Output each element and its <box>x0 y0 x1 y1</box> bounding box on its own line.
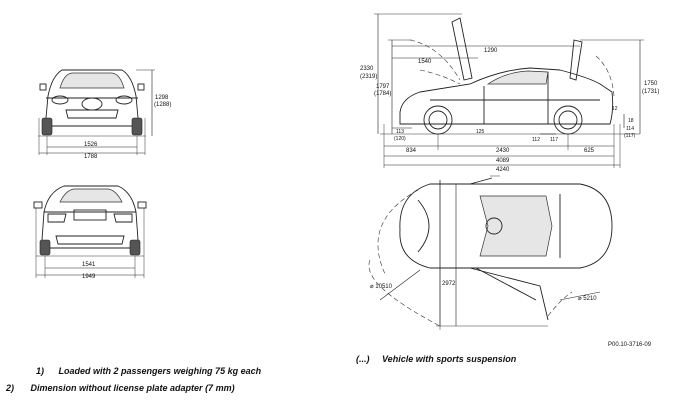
front-view <box>38 69 155 155</box>
side-front-overhang: 834 <box>406 148 417 154</box>
side-length-top: 1290 <box>484 48 498 54</box>
top-view <box>368 175 613 330</box>
side-height-trunk-open: 1750 <box>644 81 658 87</box>
top-turning-circle-right: ⌀ 5210 <box>578 296 597 302</box>
footnote-2-number: 2) <box>6 383 15 393</box>
side-length-no-plate: 4089 <box>496 158 510 164</box>
front-height: 1298 <box>155 95 169 101</box>
side-height-trunk-open-alt: (1731) <box>642 89 659 95</box>
top-width-doors-open: 2972 <box>442 281 456 287</box>
side-rear-angle: 18 <box>628 118 634 124</box>
rear-overall-width: 1949 <box>82 274 96 280</box>
rear-track-width: 1541 <box>82 262 96 268</box>
side-rear-clearance: 114 <box>626 126 634 132</box>
side-height-hood-open: 1797 <box>376 84 390 90</box>
side-ground-clearance: 113 <box>396 129 404 135</box>
side-rear-small: 12 <box>612 106 618 112</box>
front-height-alt: (1288) <box>154 102 171 108</box>
front-overall-width: 1788 <box>84 154 98 160</box>
footnote-1-number: 1) <box>36 366 45 376</box>
top-turning-circle-left: ⌀ 10510 <box>370 284 393 290</box>
footnote-2-text: Dimension without license plate adapter … <box>30 383 235 393</box>
front-track-width: 1526 <box>84 142 98 148</box>
side-small-front: 125 <box>476 129 485 135</box>
figure-id: P00.10-3716-09 <box>608 342 652 348</box>
side-small-rear-1: 112 <box>532 137 540 143</box>
footnote-1-text: Loaded with 2 passengers weighing 75 kg … <box>58 366 262 376</box>
footnote-3-number: (...) <box>356 354 370 364</box>
rear-view <box>33 185 147 278</box>
side-ground-clearance-alt: (120) <box>394 136 406 142</box>
side-rear-overhang: 625 <box>584 148 595 154</box>
side-overall-length: 4240 <box>496 167 510 173</box>
side-small-rear-2: 117 <box>550 137 558 143</box>
footnote-1: 1) Loaded with 2 passengers weighing 75 … <box>36 366 261 376</box>
side-rear-clearance-alt: (117) <box>624 133 636 139</box>
side-height-roof-open-alt: (2319) <box>360 74 377 80</box>
side-height-roof-open: 2330 <box>360 66 374 72</box>
footnote-3: (...) Vehicle with sports suspension <box>356 354 516 364</box>
side-wheelbase: 2430 <box>496 148 510 154</box>
footnote-3-text: Vehicle with sports suspension <box>382 354 517 364</box>
side-view <box>374 13 644 168</box>
side-length-hood-area: 1540 <box>418 59 432 65</box>
side-height-hood-open-alt: (1784) <box>374 91 391 97</box>
footnote-2: 2) Dimension without license plate adapt… <box>6 383 235 393</box>
